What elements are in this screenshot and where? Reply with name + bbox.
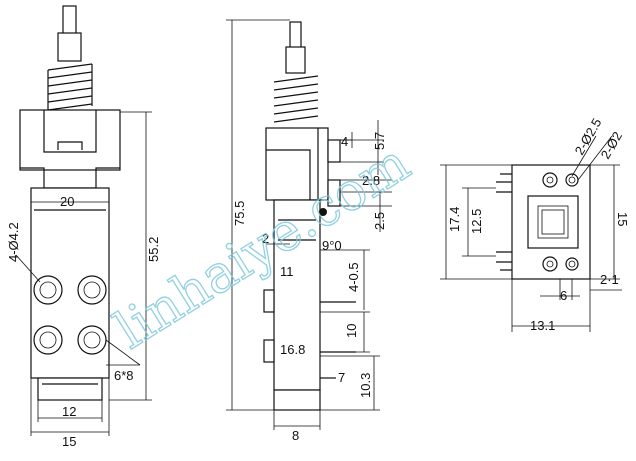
front-dim-15: 15: [62, 434, 76, 449]
side-dim-5-7: 5.7: [372, 132, 387, 150]
side-dim-8: 8: [292, 428, 299, 443]
bottom-dim-17-4: 17.4: [447, 207, 462, 232]
front-dim-12: 12: [62, 404, 76, 419]
front-view: [15, 5, 152, 436]
side-body: [273, 199, 321, 391]
side-plunger-tip: [289, 21, 302, 49]
bottom-dim-2-d2: 2-Ø2: [598, 129, 625, 162]
side-tab-top: [327, 139, 341, 163]
bottom-center-window: [527, 195, 579, 249]
side-dim-7: 7: [338, 370, 345, 385]
front-dim-20: 20: [60, 194, 74, 209]
front-plunger-shaft: [57, 32, 82, 62]
side-dim-9-0: 9°0: [322, 238, 342, 253]
bottom-dim-2-1: 2·1: [600, 272, 619, 287]
side-tab-mid: [327, 179, 341, 207]
bottom-dim-13-1: 13.1: [530, 318, 555, 333]
side-dim-4-0-5: 4-0.5: [346, 262, 361, 292]
side-dim-10-3: 10.3: [358, 373, 373, 398]
bottom-dim-6: 6: [560, 288, 567, 303]
side-view: [226, 19, 392, 430]
front-dim-6-8: 6*8: [114, 368, 134, 383]
side-dim-11: 11: [280, 264, 294, 279]
front-housing-top: [19, 109, 121, 171]
front-plunger-tip: [62, 5, 77, 35]
side-dim-10: 10: [344, 324, 359, 338]
front-spring: [47, 63, 93, 112]
side-plunger-shaft: [285, 46, 306, 74]
bottom-view: [440, 135, 622, 332]
front-dim-hole-dia: 4-Ø4.2: [6, 222, 21, 262]
side-dim-2-8: 2.8: [362, 173, 380, 188]
side-dim-4: 4: [341, 134, 348, 149]
side-dim-2: 2: [262, 231, 269, 246]
side-dim-2-5: 2.5: [372, 212, 387, 230]
bottom-dim-15: 15: [615, 212, 630, 226]
side-spring: [273, 75, 319, 123]
front-base: [37, 377, 103, 401]
bottom-holes: [542, 172, 579, 272]
side-base: [273, 389, 321, 411]
bottom-dim-12-5: 12.5: [469, 209, 484, 234]
side-dim-16-8: 16.8: [280, 342, 305, 357]
front-dim-55-2: 55.2: [146, 237, 161, 262]
bottom-pins: [496, 173, 512, 271]
side-dim-75-5: 75.5: [232, 201, 247, 226]
